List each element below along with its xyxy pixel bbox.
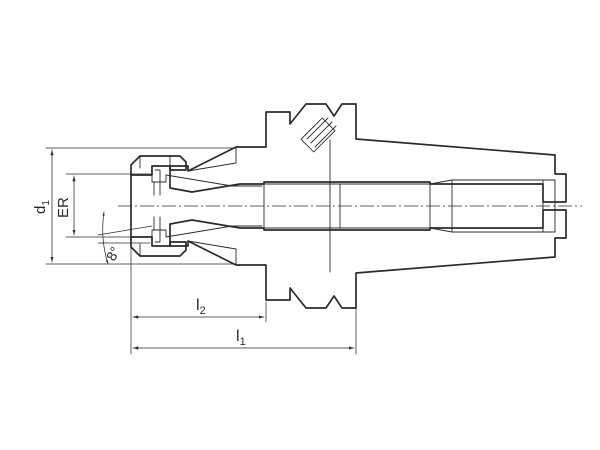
dimension-l1: l1 [132, 274, 357, 355]
dimension-angle: 8° [97, 211, 153, 265]
upper-bore-line [187, 146, 237, 172]
upper-section [130, 103, 567, 203]
collet-nut-upper [130, 155, 187, 176]
er-label: ER [55, 197, 72, 218]
angle-arc [102, 211, 109, 265]
upper-body-hatched [169, 103, 567, 203]
lower-section [130, 209, 567, 309]
l1-label: l1 [236, 328, 246, 348]
drive-key-line-c [314, 125, 337, 148]
d1-label: d1 [32, 200, 52, 214]
drive-key-slot [300, 117, 336, 153]
angle-leader-1 [97, 225, 153, 236]
drive-key-line-a [306, 117, 329, 140]
dimension-l2: l2 [130, 239, 267, 355]
dimension-er: ER [55, 173, 153, 238]
drive-key-line-b [310, 121, 333, 144]
lower-bore-line [187, 240, 237, 266]
lower-body-hatched [169, 209, 567, 309]
angle-label: 8° [103, 244, 124, 264]
collet-taper-lower [151, 225, 263, 243]
collet-taper-upper [151, 169, 263, 187]
center-bore [239, 179, 556, 233]
dimension-d1: d1 [32, 147, 237, 265]
l2-label: l2 [196, 297, 206, 317]
